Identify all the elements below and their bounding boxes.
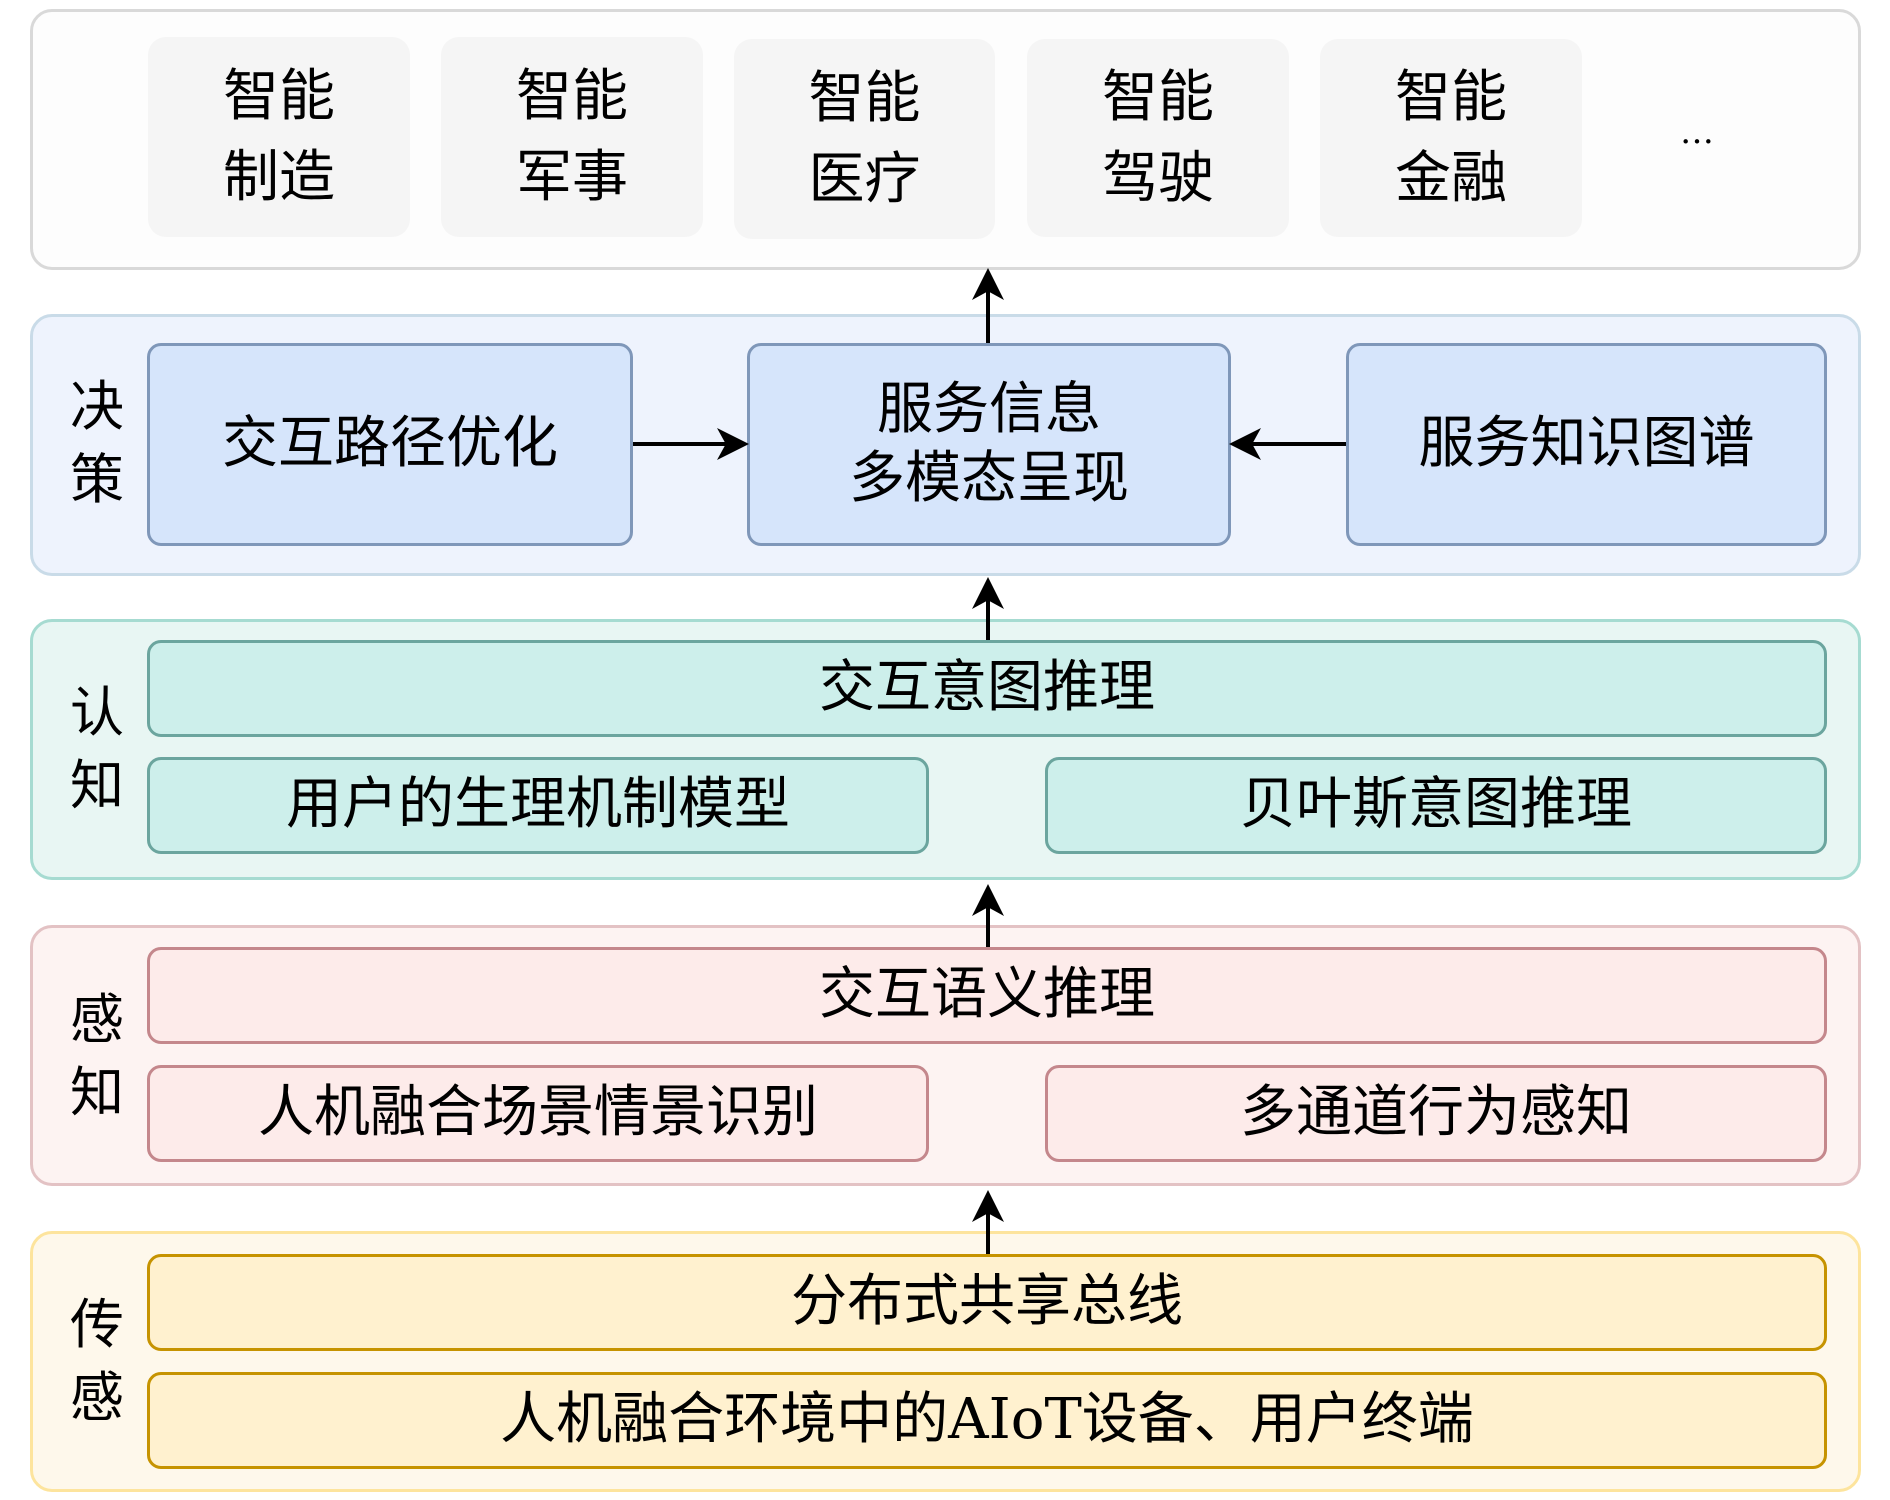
bayesian-intent-reasoning-box: 贝叶斯意图推理 <box>1045 757 1827 854</box>
cognition-layer-label: 认 知 <box>70 681 124 817</box>
interaction-semantic-reasoning-box: 交互语义推理 <box>147 947 1827 1044</box>
scene-context-recognition-box: 人机融合场景情景识别 <box>147 1065 929 1162</box>
multichannel-behavior-perception-box: 多通道行为感知 <box>1045 1065 1827 1162</box>
app-chip-finance: 智能 金融 <box>1320 39 1582 237</box>
perception-layer-label: 感 知 <box>70 988 124 1124</box>
aiot-devices-terminals-box: 人机融合环境中的AIoT设备、用户终端 <box>147 1372 1827 1469</box>
decision-layer-label: 决 策 <box>70 375 124 511</box>
multimodal-presentation-box: 服务信息 多模态呈现 <box>747 343 1231 546</box>
sensing-layer-label: 传 感 <box>70 1293 124 1429</box>
app-chip-medical: 智能 医疗 <box>734 39 995 239</box>
service-knowledge-graph-box: 服务知识图谱 <box>1346 343 1827 546</box>
distributed-shared-bus-box: 分布式共享总线 <box>147 1254 1827 1351</box>
interaction-path-optimization-box: 交互路径优化 <box>147 343 633 546</box>
app-chip-military: 智能 军事 <box>441 37 703 237</box>
app-chip-driving: 智能 驾驶 <box>1027 39 1289 237</box>
app-chip-manufacturing: 智能 制造 <box>148 37 410 237</box>
interaction-intent-reasoning-box: 交互意图推理 <box>147 640 1827 737</box>
user-physiological-model-box: 用户的生理机制模型 <box>147 757 929 854</box>
more-ellipsis: … <box>1680 112 1716 152</box>
